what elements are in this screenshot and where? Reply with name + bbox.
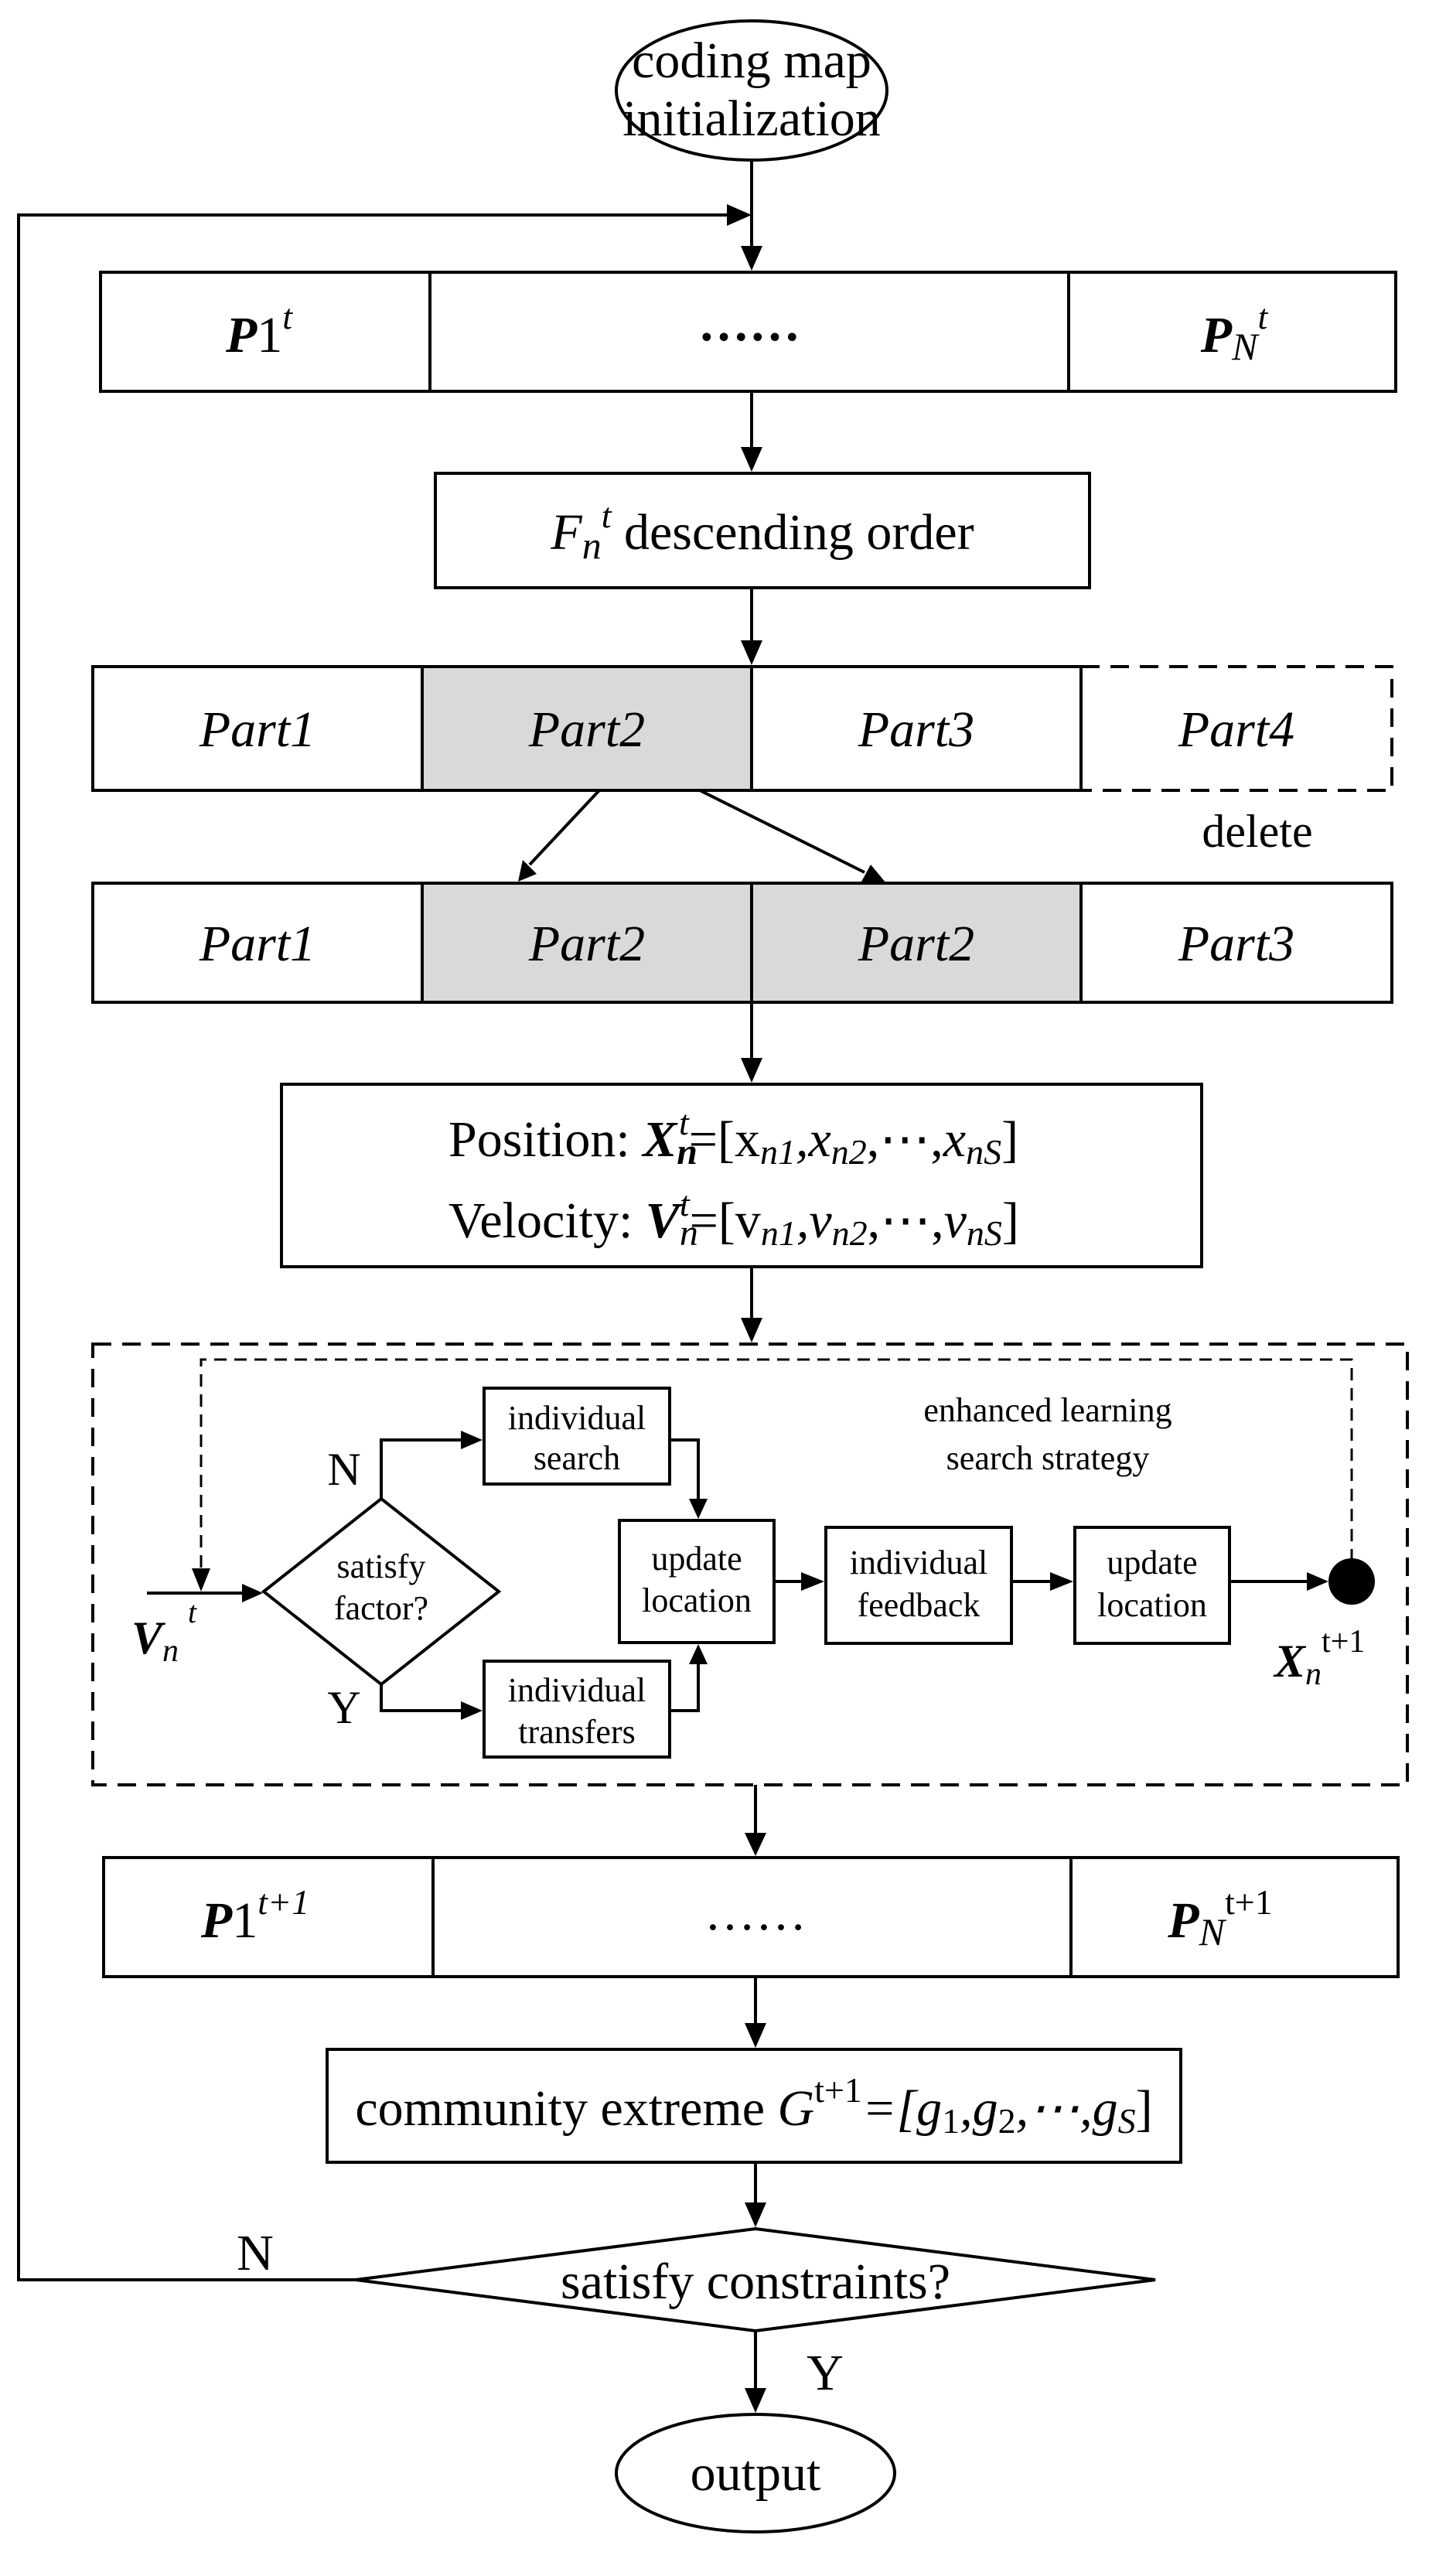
- community-extreme-node: community extreme Gt+1=[g1,g2,⋯,gS]: [326, 2048, 1182, 2164]
- arrowhead: [801, 1572, 824, 1591]
- feedback-text-line1: individual: [850, 1544, 987, 1581]
- parts-before: Part1 Part2 Part3 Part4: [91, 665, 1393, 792]
- sort-label: Fnt descending order: [550, 496, 974, 567]
- update1-text-line2: location: [642, 1581, 752, 1619]
- transfers-text-line1: individual: [508, 1671, 646, 1709]
- arrowhead: [741, 1058, 762, 1083]
- part-label: Part3: [1178, 916, 1294, 972]
- start-label-line2: initialization: [622, 90, 881, 147]
- feedback-loop-line: [200, 1358, 1353, 1581]
- part-label: Part3: [858, 701, 974, 758]
- part-label: Part1: [199, 916, 315, 972]
- arrowhead: [461, 1431, 483, 1449]
- arrowhead: [192, 1568, 210, 1592]
- arrowhead: [741, 640, 762, 665]
- velocity-equation: Velocity: Vnt=[vn1,vn2,⋯,vnS]: [448, 1184, 1019, 1254]
- start-label-line1: coding map: [632, 32, 871, 89]
- population-t-plus-1: P1t+1 …… PNt+1: [102, 1856, 1400, 1978]
- delete-label: delete: [1202, 806, 1312, 857]
- arrowhead: [242, 1584, 263, 1602]
- individual-feedback-node: [824, 1526, 1013, 1645]
- search-text-line2: search: [534, 1439, 620, 1477]
- arrowhead: [1050, 1572, 1073, 1591]
- update1-text-line1: update: [651, 1540, 742, 1578]
- transfers-text-line2: transfers: [518, 1713, 636, 1751]
- constraints-decision: satisfy constraints?: [355, 2226, 1156, 2333]
- update-location-node-1: [618, 1519, 776, 1644]
- no-branch-line: [380, 1438, 462, 1499]
- no-label: N: [327, 1444, 360, 1495]
- arrowhead: [689, 1644, 708, 1664]
- loop-no-label: N: [237, 2225, 274, 2281]
- search-to-update-line: [670, 1438, 700, 1500]
- search-text-line1: individual: [508, 1399, 646, 1437]
- strategy-title-line2: search strategy: [946, 1439, 1150, 1477]
- arrowhead: [861, 865, 886, 883]
- constraints-decision-text: satisfy constraints?: [561, 2254, 950, 2310]
- output-label: output: [691, 2445, 821, 2502]
- search-strategy-block: enhanced learning search strategy Vnt sa…: [91, 1343, 1409, 1786]
- part-label: Part1: [199, 701, 315, 758]
- parts-after: Part1 Part2 Part2 Part3: [91, 882, 1393, 1004]
- transfers-to-update-line: [670, 1663, 700, 1712]
- update2-text-line2: location: [1097, 1586, 1207, 1624]
- arrowhead: [727, 204, 752, 226]
- strategy-title-line1: enhanced learning: [923, 1391, 1172, 1429]
- arrowhead: [1307, 1572, 1328, 1591]
- population-t: P1t …… PNt: [99, 271, 1397, 393]
- loop-back-line: [17, 213, 731, 2281]
- arrowhead: [741, 1318, 762, 1343]
- arrowhead: [741, 246, 762, 271]
- final-yes-label: Y: [807, 2345, 844, 2401]
- individual-transfers-node: [483, 1660, 671, 1759]
- part-label-deleted: Part4: [1178, 701, 1294, 758]
- update2-text-line1: update: [1107, 1544, 1197, 1581]
- sort-node: Fnt descending order: [434, 472, 1091, 589]
- community-extreme-label: community extreme Gt+1=[g1,g2,⋯,gS]: [355, 2070, 1152, 2141]
- population-ellipsis: ……: [698, 295, 800, 352]
- arrowhead: [518, 860, 537, 882]
- part-label: Part2: [528, 916, 645, 972]
- output-position-label: Xnt+1: [1273, 1624, 1365, 1692]
- arrow-duplicate-right: [699, 789, 865, 874]
- population-last-label: PNt: [1200, 297, 1269, 368]
- individual-search-node: [483, 1387, 671, 1486]
- arrowhead: [745, 2023, 766, 2048]
- population-last-label: PNt+1: [1167, 1882, 1272, 1953]
- population-first-label: P1t+1: [200, 1882, 309, 1949]
- arrow-duplicate-left: [528, 789, 601, 866]
- decision-text-line2: factor?: [334, 1589, 428, 1627]
- position-equation: Position: Xnt=[xn1,xn2,⋯,xnS]: [448, 1103, 1018, 1172]
- start-node: coding map initialization: [615, 19, 888, 162]
- arrowhead: [461, 1701, 483, 1720]
- output-node: output: [615, 2413, 896, 2533]
- arrowhead: [741, 447, 762, 472]
- yes-branch-line: [380, 1684, 462, 1712]
- output-dot: [1328, 1558, 1375, 1605]
- decision-text-line1: satisfy: [337, 1547, 426, 1585]
- arrowhead: [745, 2388, 766, 2413]
- arrowhead: [745, 2202, 766, 2227]
- part-label: Part2: [858, 916, 974, 972]
- part-label: Part2: [528, 701, 645, 758]
- update-location-node-2: [1073, 1526, 1231, 1645]
- population-first-label: P1t: [225, 297, 293, 363]
- yes-label: Y: [327, 1682, 360, 1733]
- arrowhead: [689, 1499, 708, 1519]
- state-node: Position: Xnt=[xn1,xn2,⋯,xnS] Velocity: …: [280, 1083, 1203, 1268]
- input-velocity-label: Vnt: [131, 1595, 197, 1669]
- feedback-text-line2: feedback: [858, 1586, 981, 1624]
- population-ellipsis: ……: [704, 1885, 807, 1941]
- arrowhead: [745, 1833, 766, 1856]
